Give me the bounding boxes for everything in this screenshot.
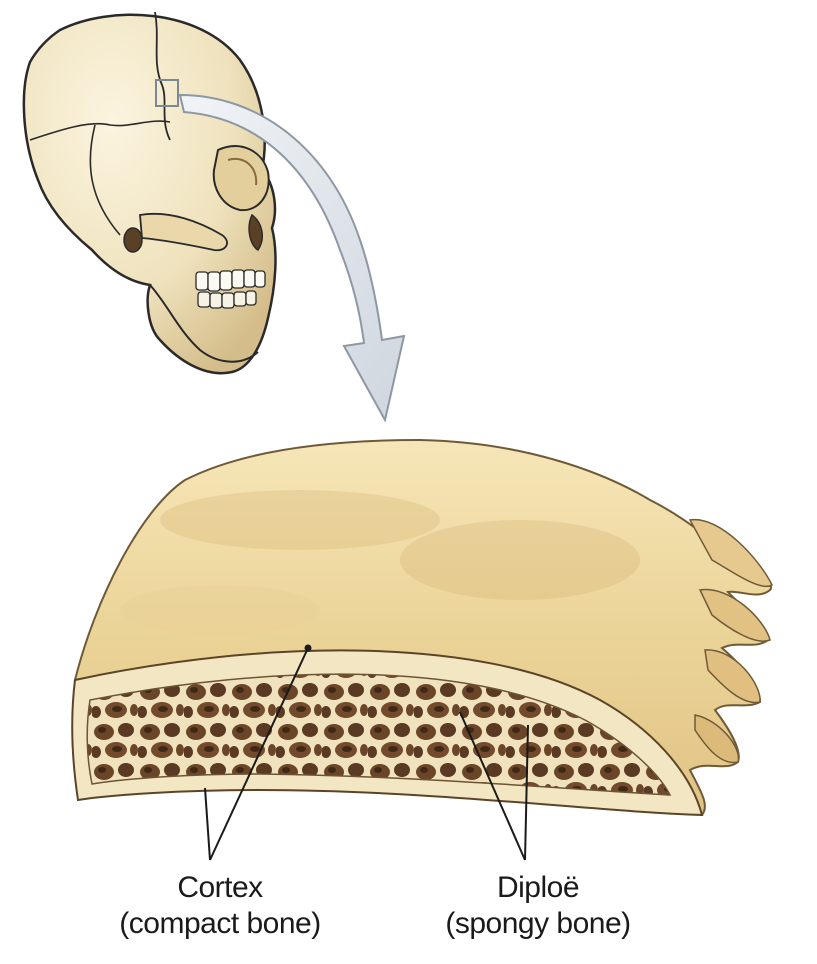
cortex-detail: (compact bone) bbox=[100, 906, 340, 942]
cortex-name: Cortex bbox=[100, 870, 340, 906]
diploe-label: Diploë (spongy bone) bbox=[418, 870, 658, 942]
cortex-label: Cortex (compact bone) bbox=[100, 870, 340, 942]
bone-cross-section bbox=[72, 440, 772, 815]
skull-illustration bbox=[24, 12, 276, 373]
diploe-name: Diploë bbox=[418, 870, 658, 906]
diploe-detail: (spongy bone) bbox=[418, 906, 658, 942]
